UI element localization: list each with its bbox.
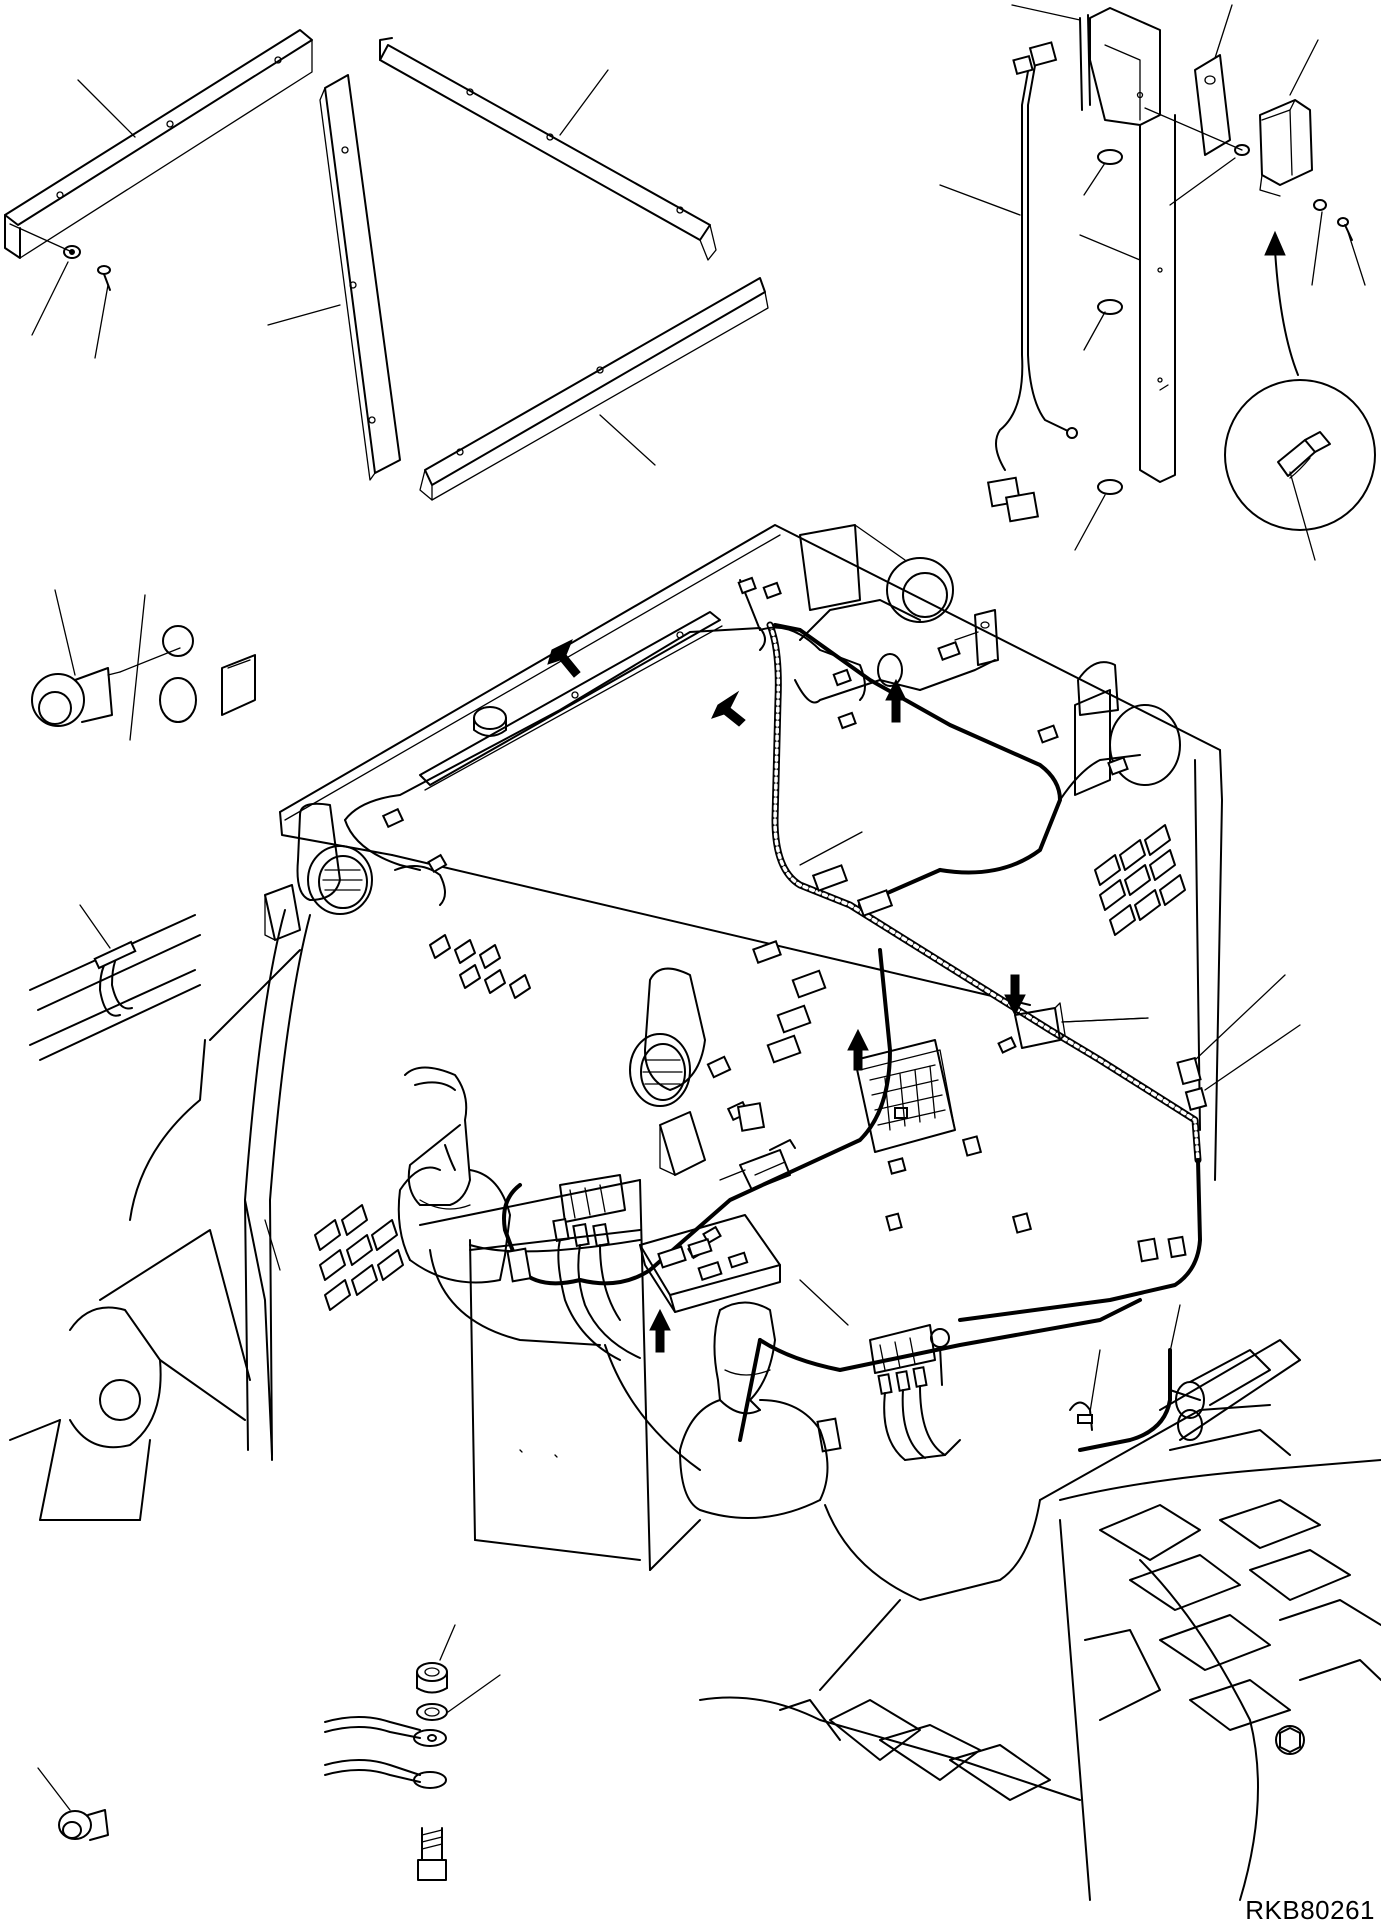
- pointer-arrows: [547, 638, 1026, 1353]
- loader-arm-left: [9, 1306, 246, 1521]
- work-lamp-front-center: [629, 967, 706, 1176]
- mount-plate: [1144, 4, 1250, 206]
- sub-harness-top-right: [939, 41, 1078, 523]
- connector-block-right: [816, 1324, 961, 1461]
- seat-console: [429, 1249, 1271, 1601]
- panel-cutouts-left: [159, 625, 256, 723]
- clips-top-right: [1074, 149, 1123, 551]
- rocker-switch-left: [31, 589, 181, 741]
- cab-side-panel: [99, 949, 651, 1571]
- roof-trim-rail-installed: [419, 611, 723, 791]
- relay-box: [1014, 1002, 1149, 1049]
- cable-clamp-right: [1069, 1401, 1093, 1431]
- loader-arm-right: [1159, 1339, 1301, 1441]
- cab-roof-frame: [279, 524, 1223, 1181]
- terminal-stack-exploded: [324, 1624, 501, 1881]
- tire: [699, 1429, 1381, 1901]
- trim-rail-bottom: [419, 277, 769, 501]
- trim-rail-top-left: [4, 29, 313, 259]
- vent-grilles: [314, 824, 1186, 1311]
- beacon-mount-bracket: [1079, 7, 1176, 483]
- washer-and-bolt-top-left: [9, 223, 111, 291]
- work-lamp-front-left: [264, 802, 373, 941]
- fuse-box: [854, 1039, 956, 1153]
- work-lamp-rear: [799, 524, 1181, 796]
- switch-panel: [639, 1214, 781, 1313]
- mount-strip-left: [1011, 4, 1091, 111]
- main-wiring-harness: [502, 621, 1202, 1452]
- indicator-switch-bottom-left: [37, 1767, 109, 1841]
- roof-brackets: [954, 609, 999, 666]
- connector-block-left: [506, 1174, 641, 1361]
- roof-sub-harness: [344, 579, 1141, 906]
- trim-rail-top-center: [379, 37, 717, 261]
- key-switch: [719, 1139, 796, 1191]
- floor-panel: [469, 1229, 901, 1691]
- direction-arrow-top-right: [1264, 230, 1299, 376]
- detail-circle-bolt: [1224, 379, 1376, 561]
- joystick-left: [397, 1066, 511, 1284]
- beacon-lamp: [1259, 39, 1366, 286]
- drawing-reference-code: RKB80261: [1245, 1895, 1375, 1925]
- cable-tie-pipes: [29, 904, 201, 1061]
- joystick-right: [679, 1301, 829, 1519]
- trim-rail-vertical: [319, 74, 401, 481]
- cab-pillar-left: [244, 909, 311, 1461]
- leader-lines-top-left: [31, 69, 656, 466]
- leader-lines-main: [799, 831, 1301, 1413]
